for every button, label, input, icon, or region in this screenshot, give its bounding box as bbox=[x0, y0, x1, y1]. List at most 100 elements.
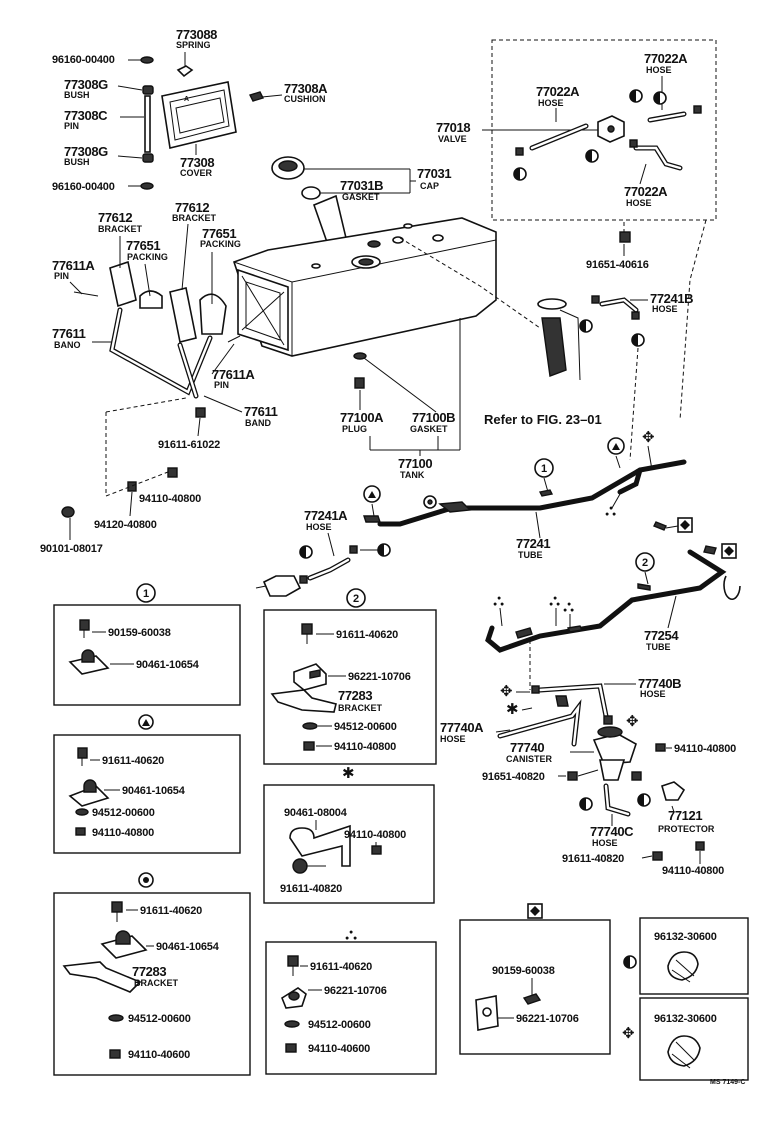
svg-text:90159-60038: 90159-60038 bbox=[492, 965, 555, 977]
svg-text:●: ● bbox=[349, 929, 353, 936]
label-77121: 77121 bbox=[668, 808, 702, 823]
svg-text:94512-00600: 94512-00600 bbox=[92, 807, 155, 819]
svg-text:✥: ✥ bbox=[622, 1024, 635, 1042]
label-96160-bot: 96160-00400 bbox=[52, 181, 115, 193]
hose-77241b: 77241B HOSE bbox=[579, 291, 694, 461]
label-77611a-a: 77611A bbox=[52, 258, 95, 273]
label-77611-a: 77611 bbox=[52, 326, 86, 341]
svg-text:77283: 77283 bbox=[132, 964, 166, 979]
label-94110-40800-d: 94110-40800 bbox=[662, 865, 724, 877]
label-77611-b: 77611 bbox=[244, 404, 278, 419]
svg-text:●: ● bbox=[570, 607, 574, 614]
packing-right bbox=[199, 293, 227, 335]
label-91651-40820: 91651-40820 bbox=[482, 771, 545, 783]
svg-text:BUSH: BUSH bbox=[64, 157, 90, 167]
svg-text:94512-00600: 94512-00600 bbox=[308, 1019, 371, 1031]
svg-text:90461-08004: 90461-08004 bbox=[284, 807, 348, 819]
label-77308: 77308 bbox=[180, 155, 214, 170]
svg-text:94512-00600: 94512-00600 bbox=[128, 1013, 191, 1025]
label-77022a-1: 77022A bbox=[536, 84, 580, 99]
label-96160-top: 96160-00400 bbox=[52, 54, 115, 66]
svg-text:90159-60038: 90159-60038 bbox=[108, 627, 171, 639]
svg-text:VALVE: VALVE bbox=[438, 134, 467, 144]
svg-text:96132-30600: 96132-30600 bbox=[654, 931, 717, 943]
tube-77254: 77254 TUBE 2 ● ● ● ● ● ● ● ● ● bbox=[485, 543, 741, 690]
svg-text:✱: ✱ bbox=[506, 700, 519, 718]
svg-text:●: ● bbox=[549, 601, 553, 608]
label-77308c: 77308C bbox=[64, 108, 108, 123]
svg-text:94512-00600: 94512-00600 bbox=[334, 721, 397, 733]
svg-text:90461-10654: 90461-10654 bbox=[136, 659, 200, 671]
svg-text:BRACKET: BRACKET bbox=[134, 978, 179, 988]
svg-text:●: ● bbox=[563, 607, 567, 614]
svg-text:96132-30600: 96132-30600 bbox=[654, 1013, 717, 1025]
svg-text:●: ● bbox=[612, 511, 616, 518]
detail-box-1: 1 90159-60038 90461-10654 bbox=[53, 583, 241, 706]
band-left bbox=[109, 307, 213, 396]
svg-text:●: ● bbox=[553, 595, 557, 602]
label-77740a: 77740A bbox=[440, 720, 484, 735]
label-91611-61022: 91611-61022 bbox=[158, 439, 220, 451]
svg-text:✥: ✥ bbox=[626, 712, 639, 730]
label-77612-a: 77612 bbox=[98, 210, 132, 225]
svg-text:●: ● bbox=[493, 601, 497, 608]
svg-text:1: 1 bbox=[541, 463, 547, 475]
tank-mounting: 77612 BRACKET 77612 BRACKET 77651 PACKIN… bbox=[40, 200, 278, 555]
label-77100: 77100 bbox=[398, 456, 432, 471]
svg-text:94110-40600: 94110-40600 bbox=[308, 1043, 370, 1055]
label-94110-40800-c: 94110-40800 bbox=[674, 743, 736, 755]
bracket-right bbox=[169, 287, 197, 343]
svg-text:●: ● bbox=[497, 595, 501, 602]
svg-text:✥: ✥ bbox=[642, 428, 655, 446]
label-77241: 77241 bbox=[516, 536, 550, 551]
cap-assembly: 77031 CAP 77031B GASKET bbox=[271, 156, 452, 202]
hose-77241a: 77241A HOSE bbox=[255, 508, 391, 597]
svg-text:CUSHION: CUSHION bbox=[284, 94, 326, 104]
label-77022a-3: 77022A bbox=[624, 184, 668, 199]
detail-box-2: 2 91611-40620 96221-10706 77283 BRACKET … bbox=[263, 588, 437, 765]
svg-text:90461-10654: 90461-10654 bbox=[156, 941, 220, 953]
label-77611a-b: 77611A bbox=[212, 367, 255, 382]
label-77241b: 77241B bbox=[650, 291, 693, 306]
label-94110-40800-a: 94110-40800 bbox=[139, 493, 201, 505]
svg-text:SPRING: SPRING bbox=[176, 40, 211, 50]
label-91651-40616: 91651-40616 bbox=[586, 259, 649, 271]
svg-text:BRACKET: BRACKET bbox=[98, 224, 143, 234]
svg-text:HOSE: HOSE bbox=[646, 65, 672, 75]
svg-text:●: ● bbox=[556, 601, 560, 608]
svg-text:●: ● bbox=[500, 601, 504, 608]
gauge-sender bbox=[541, 317, 567, 377]
svg-text:✱: ✱ bbox=[342, 764, 355, 782]
drain-plug bbox=[354, 377, 365, 389]
svg-text:TUBE: TUBE bbox=[646, 642, 671, 652]
fuel-filter bbox=[262, 575, 302, 597]
svg-text:●: ● bbox=[605, 511, 609, 518]
svg-text:94110-40800: 94110-40800 bbox=[334, 741, 396, 753]
svg-text:BUSH: BUSH bbox=[64, 90, 90, 100]
svg-text:94110-40800: 94110-40800 bbox=[92, 827, 154, 839]
svg-text:✥: ✥ bbox=[500, 682, 513, 700]
label-77018: 77018 bbox=[436, 120, 470, 135]
cover-assembly: 773088 SPRING 96160-00400 77308G BUSH 77… bbox=[52, 27, 329, 193]
label-77031: 77031 bbox=[417, 166, 451, 181]
svg-text:HOSE: HOSE bbox=[306, 522, 332, 532]
svg-text:90461-10654: 90461-10654 bbox=[122, 785, 186, 797]
svg-text:TUBE: TUBE bbox=[518, 550, 543, 560]
label-77241a: 77241A bbox=[304, 508, 348, 523]
svg-text:GASKET: GASKET bbox=[410, 424, 448, 434]
label-77740c: 77740C bbox=[590, 824, 634, 839]
svg-text:96221-10706: 96221-10706 bbox=[348, 671, 411, 683]
cover-plate bbox=[161, 81, 237, 149]
cap-gasket bbox=[301, 186, 321, 200]
detail-box-triangle: 91611-40620 90461-10654 94512-00600 9411… bbox=[53, 714, 241, 854]
label-773088: 773088 bbox=[176, 27, 217, 42]
packing-left bbox=[139, 290, 163, 309]
svg-text:94110-40800: 94110-40800 bbox=[344, 829, 406, 841]
detail-box-dots: ● ● ● 91611-40620 96221-10706 94512-0060… bbox=[265, 929, 437, 1075]
svg-text:HOSE: HOSE bbox=[640, 689, 666, 699]
pin-part bbox=[144, 95, 151, 153]
label-77100b: 77100B bbox=[412, 410, 455, 425]
svg-text:PACKING: PACKING bbox=[200, 239, 241, 249]
label-77740b: 77740B bbox=[638, 676, 681, 691]
